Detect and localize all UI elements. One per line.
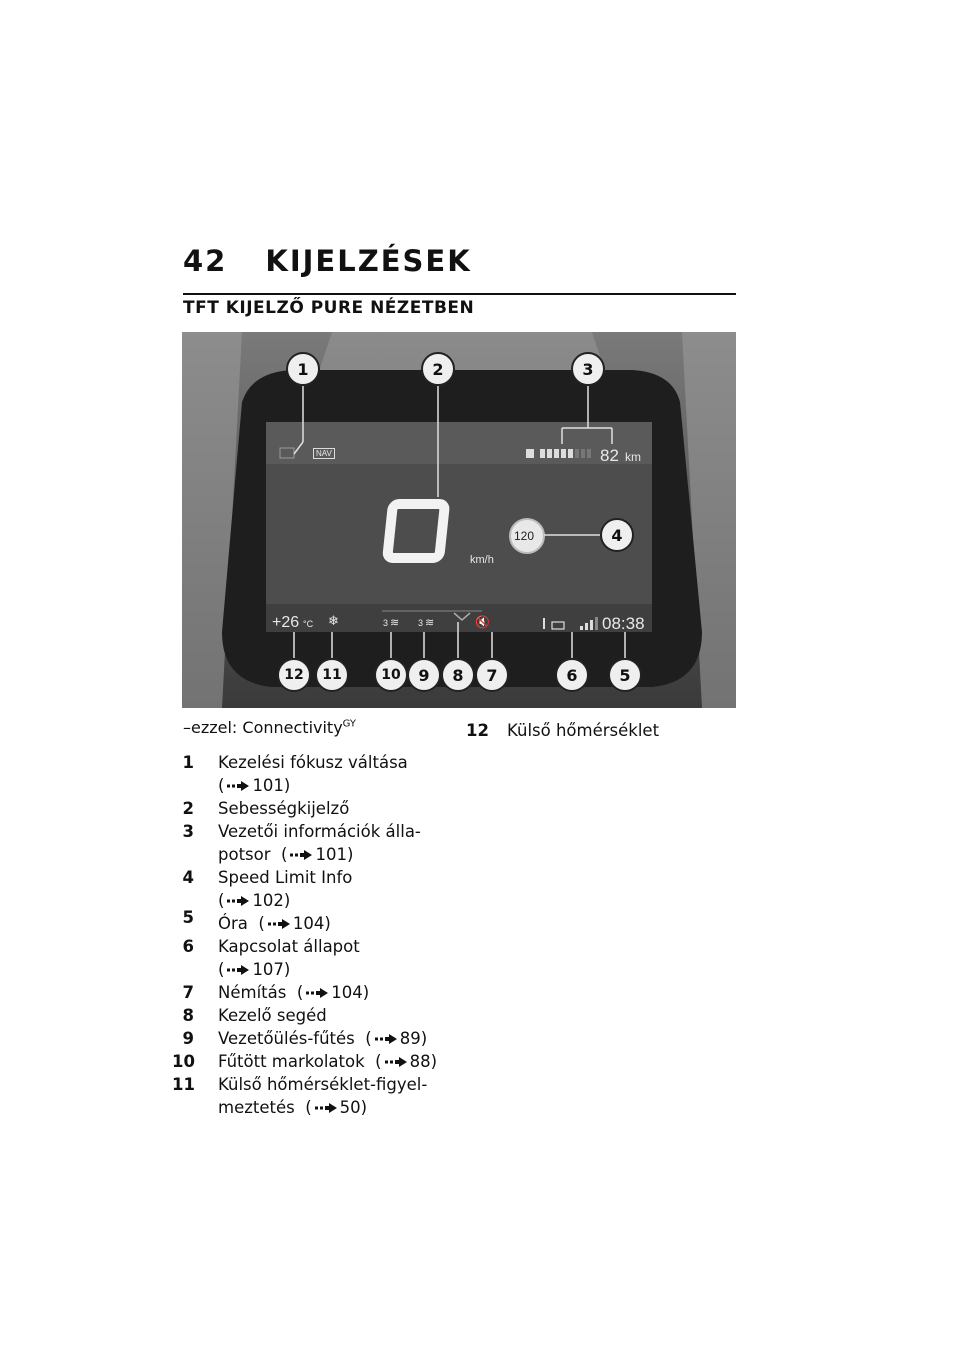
legend-ref: (101) <box>218 776 291 795</box>
reference-arrow-icon <box>227 895 250 906</box>
callout-8: 8 <box>441 658 475 692</box>
legend-ref: meztetés (50) <box>218 1098 368 1117</box>
legend-text: Fűtött markolatok (88) <box>218 1052 438 1071</box>
callout-11: 11 <box>315 658 349 692</box>
legend-text: Vezetőülés-fűtés (89) <box>218 1029 428 1048</box>
page-number: 42 <box>183 244 228 278</box>
legend-text: Kapcsolat állapot <box>218 937 360 956</box>
reference-arrow-icon <box>314 1102 337 1113</box>
legend-number: 12 <box>466 721 489 740</box>
callout-6: 6 <box>555 658 589 692</box>
callout-7: 7 <box>475 658 509 692</box>
callout-1: 1 <box>286 352 320 386</box>
legend-text: Külső hőmérséklet <box>507 721 660 740</box>
callout-2: 2 <box>421 352 455 386</box>
clock-value: 08:38 <box>602 614 645 633</box>
nav-badge: NAV <box>313 448 335 459</box>
legend-ref: (107) <box>218 960 291 979</box>
legend-number: 11 <box>172 1075 195 1094</box>
temperature-value: +26 <box>272 614 300 631</box>
legend-number: 8 <box>182 1006 194 1025</box>
legend-number: 4 <box>182 868 194 887</box>
legend-number: 1 <box>182 753 194 772</box>
condition-text: –ezzel: Connectivity <box>183 718 343 737</box>
callout-9: 9 <box>407 658 441 692</box>
reference-arrow-icon <box>290 849 313 860</box>
legend-number: 5 <box>182 908 194 927</box>
legend-number: 3 <box>182 822 194 841</box>
reference-arrow-icon <box>267 918 290 929</box>
chapter-title: KIJELZÉSEK <box>265 244 472 278</box>
legend-text: Némítás (104) <box>218 983 370 1002</box>
grip-heat-icon: ≋ <box>425 617 435 629</box>
legend-number: 9 <box>182 1029 194 1048</box>
temperature-unit: °C <box>303 619 314 629</box>
callout-10: 10 <box>374 658 408 692</box>
reference-arrow-icon <box>227 780 250 791</box>
dashboard-illustration <box>182 332 736 708</box>
seat-heat-icon: ≋ <box>390 617 400 629</box>
range-unit: km <box>625 450 641 464</box>
condition-superscript: GY <box>342 718 357 730</box>
grip-heat-level: 3 <box>418 618 424 628</box>
legend-ref: potsor (101) <box>218 845 354 864</box>
callout-4: 4 <box>600 518 634 552</box>
legend-text: Kezelő segéd <box>218 1006 327 1025</box>
reference-arrow-icon <box>227 964 250 975</box>
header-rule <box>183 293 736 295</box>
legend-text: Kezelési fókusz váltása <box>218 753 408 772</box>
callout-5: 5 <box>608 658 642 692</box>
legend-text: Vezetői információk álla- <box>218 822 421 841</box>
legend-number: 2 <box>182 799 194 818</box>
range-value: 82 <box>600 446 619 465</box>
legend-ref: (102) <box>218 891 291 910</box>
section-title: TFT KIJELZŐ PURE NÉZETBEN <box>183 298 475 318</box>
snowflake-icon: ❄ <box>328 613 339 628</box>
callout-3: 3 <box>571 352 605 386</box>
reference-arrow-icon <box>384 1056 407 1067</box>
seat-heat-level: 3 <box>383 618 389 628</box>
speed-limit-value: 120 <box>514 529 535 543</box>
reference-arrow-icon <box>374 1033 397 1044</box>
legend-number: 6 <box>182 937 194 956</box>
legend-text: Külső hőmérséklet-figyel- <box>218 1075 428 1094</box>
legend-text: Óra (104) <box>218 914 331 933</box>
legend-number: 7 <box>182 983 194 1002</box>
callout-12: 12 <box>277 658 311 692</box>
speed-unit: km/h <box>470 554 494 566</box>
legend-number: 10 <box>172 1052 195 1071</box>
page-heading: 42 KIJELZÉSEK <box>183 244 472 278</box>
legend-text: Sebességkijelző <box>218 799 350 818</box>
reference-arrow-icon <box>306 987 329 998</box>
mute-icon: 🔇 <box>475 615 490 629</box>
condition-note: –ezzel: ConnectivityGY <box>183 718 356 737</box>
legend-text: Speed Limit Info <box>218 868 353 887</box>
tft-display-figure: NAV 82 km km/h 120 +26 °C ❄ 3 ≋ 3 ≋ 🔇 08… <box>182 332 736 708</box>
